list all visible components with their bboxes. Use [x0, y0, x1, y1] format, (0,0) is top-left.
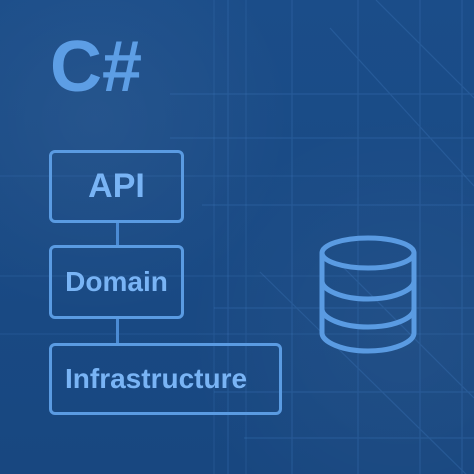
domain-layer-label: Domain	[65, 266, 168, 297]
api-layer-box: API	[49, 150, 184, 223]
page-title: C#	[50, 27, 143, 107]
infrastructure-layer-box: Infrastructure	[49, 343, 282, 415]
domain-infrastructure-connector	[116, 319, 119, 343]
api-domain-connector	[116, 223, 119, 245]
infrastructure-layer-label: Infrastructure	[65, 363, 248, 394]
database-icon	[319, 235, 417, 354]
grid-line	[339, 263, 474, 399]
grid-line	[259, 271, 467, 474]
grid-line	[329, 27, 474, 187]
api-layer-label: API	[88, 167, 145, 205]
domain-layer-box: Domain	[49, 245, 184, 319]
grid-line	[375, 0, 474, 99]
